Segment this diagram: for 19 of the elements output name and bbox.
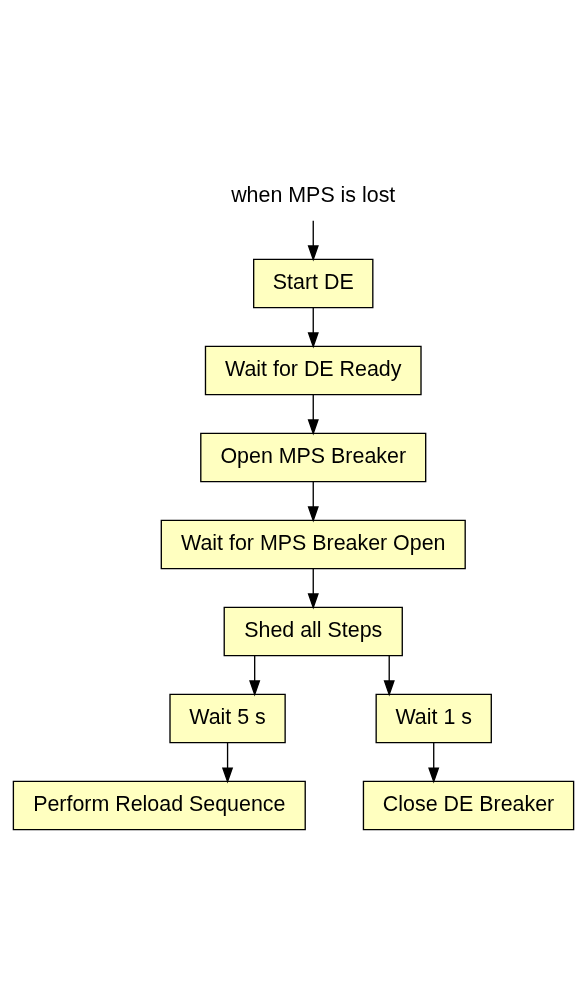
node-box: Start DE <box>253 258 374 308</box>
node-box: Wait for MPS Breaker Open <box>160 519 466 569</box>
arrow <box>307 219 319 261</box>
node-box: Wait 1 s <box>375 693 492 743</box>
node-box: Close DE Breaker <box>362 780 575 830</box>
arrow <box>428 741 440 783</box>
arrow <box>307 306 319 348</box>
arrow <box>307 393 319 435</box>
node-box: Perform Reload Sequence <box>12 780 306 830</box>
node-box: Wait 5 s <box>169 693 286 743</box>
node-box: Shed all Steps <box>223 606 403 656</box>
node-box: Wait for DE Ready <box>204 345 422 395</box>
arrow <box>249 654 261 696</box>
node-text: when MPS is lost <box>231 182 396 207</box>
node-box: Open MPS Breaker <box>200 432 427 482</box>
arrow <box>307 480 319 522</box>
arrow <box>307 567 319 609</box>
arrow <box>221 741 234 783</box>
arrow <box>383 654 395 696</box>
